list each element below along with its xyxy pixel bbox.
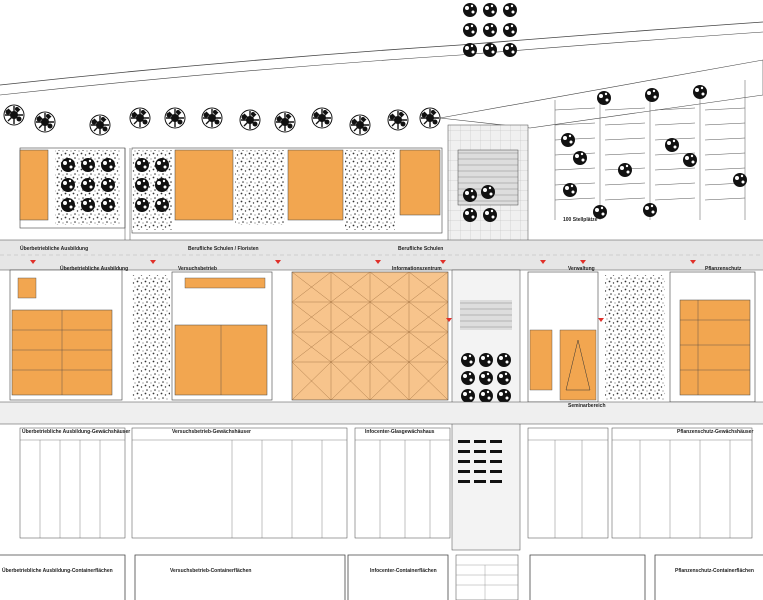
label-cf-infocenter: Infocenter-Containerflächen xyxy=(370,568,437,574)
label-stellplaetze: 100 Stellplätze xyxy=(563,217,598,223)
label-cf-pflanzenschutz: Pflanzenschutz-Containerflächen xyxy=(675,568,754,574)
label-gh-ausbildung: Überbetriebliche Ausbildung-Gewächshäuse… xyxy=(22,429,131,435)
crosswalk xyxy=(458,440,502,483)
tree-icon xyxy=(463,3,517,57)
label-versuchsbetrieb: Versuchsbetrieb xyxy=(178,266,217,272)
label-informationszentrum: Informationszentrum xyxy=(392,266,442,272)
label-pflanzenschutz: Pflanzenschutz xyxy=(705,266,742,272)
label-ueberbetriebliche-ausbildung: Überbetriebliche Ausbildung xyxy=(60,266,129,272)
tree-icon xyxy=(461,353,511,403)
label-ueberbetriebliche-ausbildung-top: Überbetriebliche Ausbildung xyxy=(20,246,89,252)
container-areas xyxy=(0,554,763,600)
label-verwaltung: Verwaltung xyxy=(568,266,595,272)
entrance-marker-icon xyxy=(30,260,696,322)
label-seminarbereich: Seminarbereich xyxy=(568,403,606,409)
label-gh-versuch: Versuchsbetrieb-Gewächshäuser xyxy=(172,429,251,435)
label-cf-ausbildung: Überbetriebliche Ausbildung-Containerflä… xyxy=(2,568,113,574)
label-berufliche-schulen: Berufliche Schulen xyxy=(398,246,444,252)
greenhouse-rows xyxy=(19,427,753,539)
label-berufliche-schulen-floristen: Berufliche Schulen / Floristen xyxy=(188,246,259,252)
glasshouse-grid xyxy=(291,271,449,401)
label-cf-versuch: Versuchsbetrieb-Containerflächen xyxy=(170,568,252,574)
parking-area xyxy=(554,80,746,220)
tree-icon xyxy=(61,158,115,212)
label-gh-pflanzenschutz: Pflanzenschutz-Gewächshäuser xyxy=(677,429,754,435)
label-gh-infocenter: Infocenter-Glasgewächshaus xyxy=(365,429,435,435)
